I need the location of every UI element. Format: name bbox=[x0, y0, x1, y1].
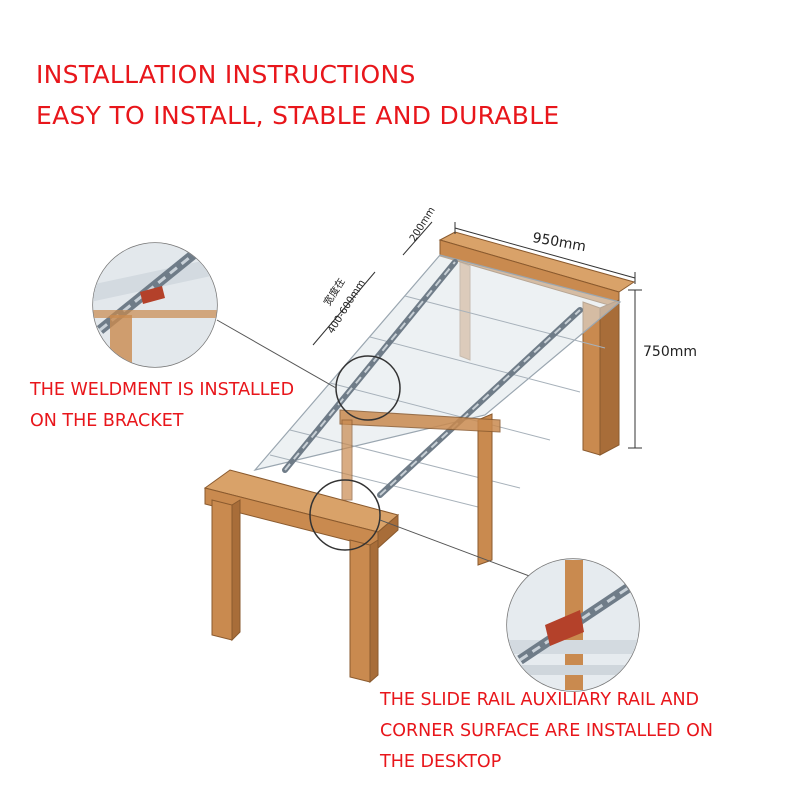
callout-weldment-line-1: THE WELDMENT IS INSTALLED bbox=[30, 380, 295, 400]
leader-line-top bbox=[216, 319, 337, 389]
callout-slide-rail: THE SLIDE RAIL AUXILIARY RAIL AND CORNER… bbox=[380, 685, 713, 778]
front-frame bbox=[203, 409, 501, 684]
zoom-marker-desktop bbox=[309, 479, 381, 551]
callout-slide-rail-line-3: THE DESKTOP bbox=[380, 752, 502, 772]
leader-line-bottom bbox=[379, 519, 541, 581]
detail-rail-zoom bbox=[506, 558, 640, 692]
callout-weldment: THE WELDMENT IS INSTALLED ON THE BRACKET bbox=[30, 375, 294, 437]
title-line-2: EASY TO INSTALL, STABLE AND DURABLE bbox=[36, 101, 560, 130]
callout-weldment-line-2: ON THE BRACKET bbox=[30, 411, 184, 431]
detail-bracket-zoom bbox=[92, 242, 218, 368]
slide-rails bbox=[282, 259, 583, 498]
callout-slide-rail-line-1: THE SLIDE RAIL AUXILIARY RAIL AND bbox=[380, 690, 700, 710]
glass-top bbox=[253, 254, 622, 511]
dimension-lines bbox=[312, 221, 642, 449]
callout-slide-rail-line-2: CORNER SURFACE ARE INSTALLED ON bbox=[380, 721, 713, 741]
dimension-height: 750mm bbox=[643, 344, 697, 360]
title-line-1: INSTALLATION INSTRUCTIONS bbox=[36, 60, 416, 89]
